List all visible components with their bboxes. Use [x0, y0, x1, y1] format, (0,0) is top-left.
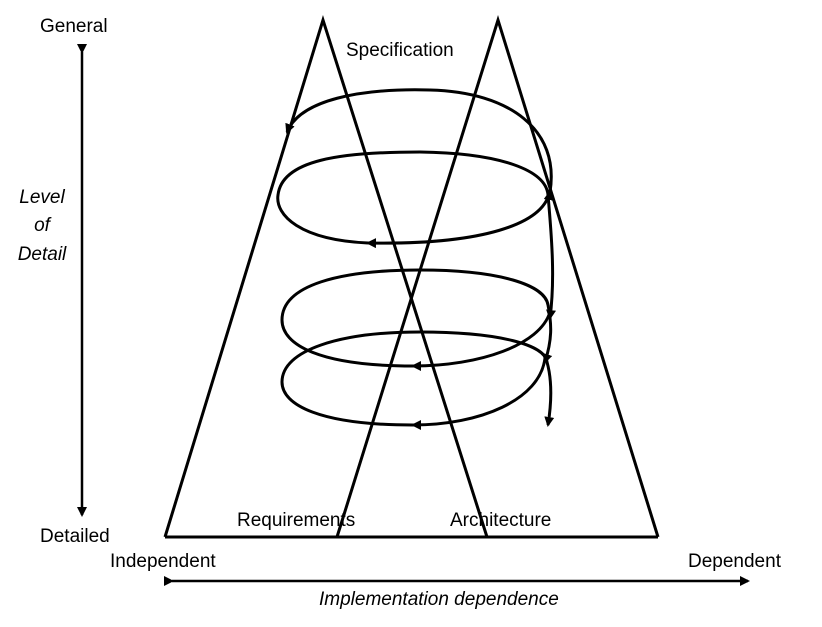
spiral-loop-1b — [366, 189, 552, 249]
requirements-label: Requirements — [237, 510, 356, 531]
general-label: General — [40, 16, 108, 37]
architecture-label: Architecture — [450, 510, 552, 531]
implementation-dependence-label: Implementation dependence — [319, 589, 559, 610]
specification-label: Specification — [346, 40, 454, 61]
spiral-loop-5 — [411, 357, 547, 430]
dependent-label: Dependent — [688, 551, 781, 572]
detailed-label: Detailed — [40, 526, 110, 547]
spiral-loop-2 — [276, 150, 556, 320]
spiral-loop-4 — [280, 268, 553, 368]
detail-label: Detail — [17, 244, 67, 265]
spiral-loop-1 — [285, 88, 554, 201]
level-label: Level — [19, 187, 65, 208]
requirements-peak — [163, 14, 489, 538]
spiral-loop-3 — [411, 311, 552, 371]
spiral-loop-6 — [280, 330, 555, 427]
architecture-peak — [335, 14, 660, 538]
independent-label: Independent — [110, 551, 216, 572]
of-label: of — [34, 215, 50, 236]
